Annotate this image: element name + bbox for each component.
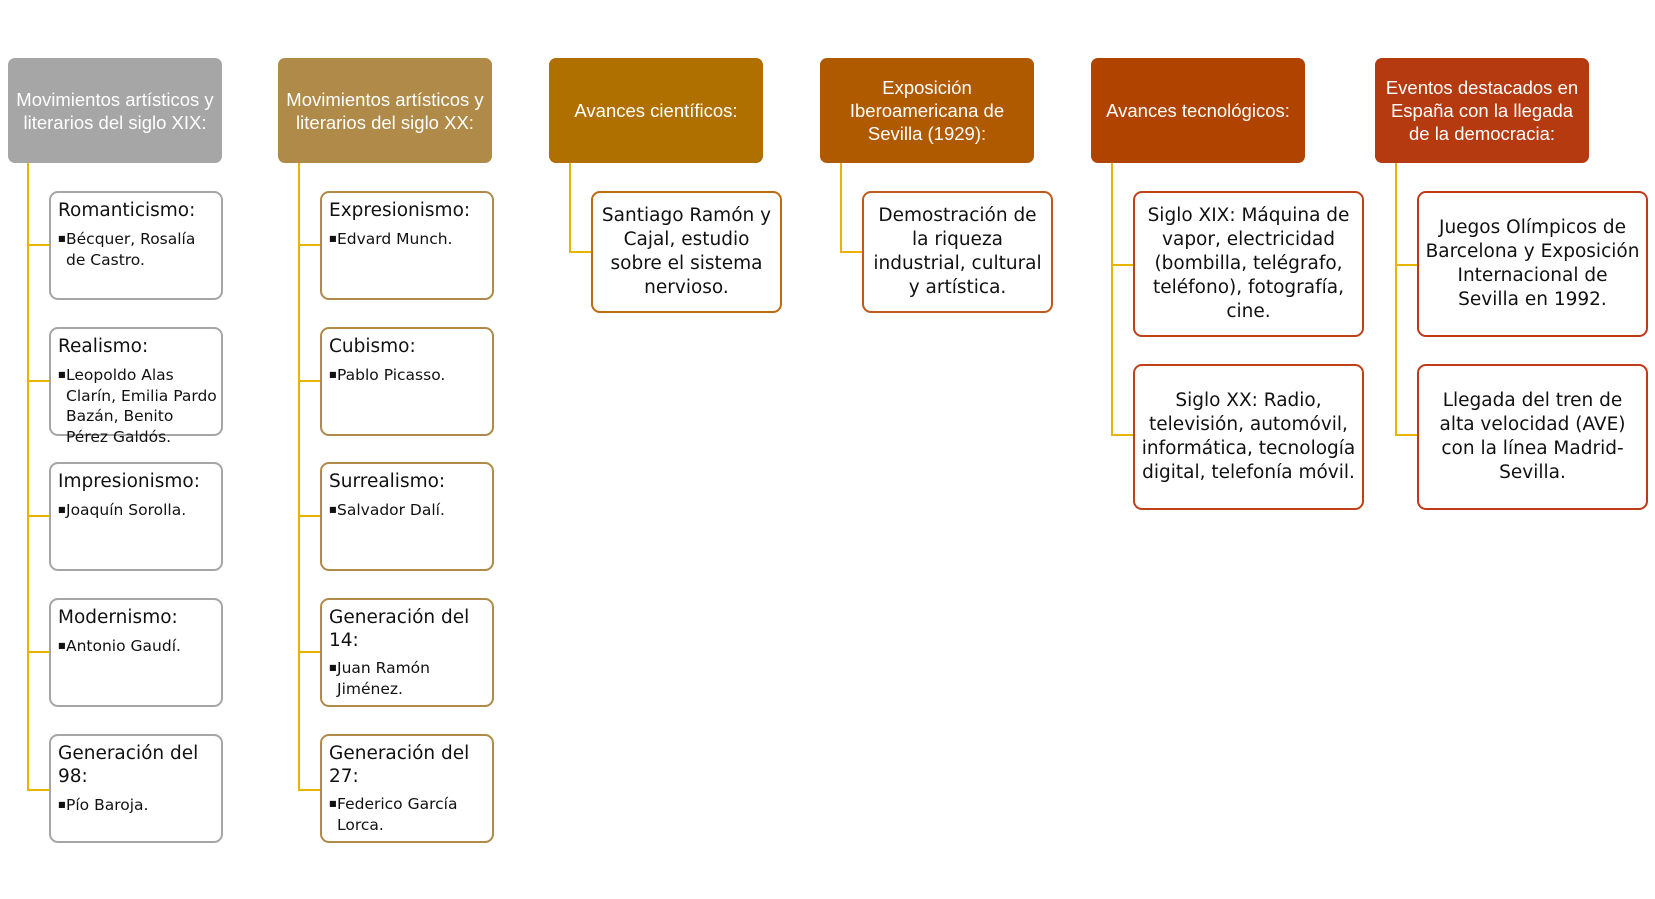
card-title: Expresionismo: (329, 200, 471, 221)
connector-vertical (1111, 163, 1113, 436)
card-text: Santiago Ramón y Cajal, estudio sobre el… (601, 205, 772, 298)
connector-branch (298, 651, 321, 653)
card-title: Realismo: (58, 336, 149, 357)
card-bullet: Juan Ramón Jiménez. (329, 658, 488, 699)
card-bullet: Edvard Munch. (329, 229, 488, 250)
card-title: Modernismo: (58, 607, 178, 628)
card-bullet: Pío Baroja. (58, 795, 217, 816)
connector-branch (1395, 264, 1418, 266)
card-impresionismo: Impresionismo: Joaquín Sorolla. (49, 462, 223, 571)
card-title: Cubismo: (329, 336, 416, 357)
card-juegos-olimpicos: Juegos Olímpicos de Barcelona y Exposici… (1417, 191, 1648, 337)
connector-vertical (27, 163, 29, 791)
connector-branch (840, 251, 863, 253)
card-text: Siglo XIX: Máquina de vapor, electricida… (1147, 205, 1350, 322)
card-realismo: Realismo: Leopoldo Alas Clarín, Emilia P… (49, 327, 223, 446)
header-avances-cientificos: Avances científicos: (549, 58, 763, 163)
card-bullet: Joaquín Sorolla. (58, 500, 217, 521)
connector-vertical (569, 163, 571, 253)
card-text: Llegada del tren de alta velocidad (AVE)… (1439, 390, 1626, 483)
card-title: Generación del 27: (329, 743, 470, 787)
card-text: Juegos Olímpicos de Barcelona y Exposici… (1425, 217, 1640, 310)
header-siglo-xix: Movimientos artísticos y literarios del … (8, 58, 222, 163)
card-ramon-y-cajal: Santiago Ramón y Cajal, estudio sobre el… (591, 191, 782, 313)
connector-branch (27, 244, 50, 246)
card-bullet: Federico García Lorca. (329, 794, 488, 835)
card-bullet: Salvador Dalí. (329, 500, 488, 521)
connector-branch (1111, 264, 1134, 266)
card-title: Romanticismo: (58, 200, 196, 221)
connector-branch (569, 251, 592, 253)
card-title: Generación del 14: (329, 607, 470, 651)
connector-branch (27, 651, 50, 653)
card-bullet: Bécquer, Rosalía de Castro. (58, 229, 217, 270)
connector-branch (298, 789, 321, 791)
connector-branch (298, 244, 321, 246)
card-generacion-98: Generación del 98: Pío Baroja. (49, 734, 223, 843)
card-text: Demostración de la riqueza industrial, c… (873, 205, 1042, 298)
connector-branch (27, 789, 50, 791)
connector-vertical (298, 163, 300, 791)
card-romanticismo: Romanticismo: Bécquer, Rosalía de Castro… (49, 191, 223, 300)
connector-branch (27, 380, 50, 382)
header-siglo-xx: Movimientos artísticos y literarios del … (278, 58, 492, 163)
header-avances-tecnologicos: Avances tecnológicos: (1091, 58, 1305, 163)
connector-branch (27, 515, 50, 517)
card-bullet: Leopoldo Alas Clarín, Emilia Pardo Bazán… (58, 365, 217, 447)
card-title: Surrealismo: (329, 471, 446, 492)
header-eventos-democracia: Eventos destacados en España con la lleg… (1375, 58, 1589, 163)
header-exposicion-iberoamericana: Exposición Iberoamericana de Sevilla (19… (820, 58, 1034, 163)
connector-branch (1111, 434, 1134, 436)
card-expresionismo: Expresionismo: Edvard Munch. (320, 191, 494, 300)
card-modernismo: Modernismo: Antonio Gaudí. (49, 598, 223, 707)
card-cubismo: Cubismo: Pablo Picasso. (320, 327, 494, 436)
card-bullet: Pablo Picasso. (329, 365, 488, 386)
card-title: Impresionismo: (58, 471, 200, 492)
connector-vertical (1395, 163, 1397, 436)
card-generacion-27: Generación del 27: Federico García Lorca… (320, 734, 494, 843)
card-title: Generación del 98: (58, 743, 199, 787)
card-siglo-xix-tecnologia: Siglo XIX: Máquina de vapor, electricida… (1133, 191, 1364, 337)
connector-branch (1395, 434, 1418, 436)
connector-branch (298, 515, 321, 517)
card-surrealismo: Surrealismo: Salvador Dalí. (320, 462, 494, 571)
card-ave: Llegada del tren de alta velocidad (AVE)… (1417, 364, 1648, 510)
card-siglo-xx-tecnologia: Siglo XX: Radio, televisión, automóvil, … (1133, 364, 1364, 510)
card-generacion-14: Generación del 14: Juan Ramón Jiménez. (320, 598, 494, 707)
connector-vertical (840, 163, 842, 253)
card-bullet: Antonio Gaudí. (58, 636, 217, 657)
connector-branch (298, 380, 321, 382)
card-text: Siglo XX: Radio, televisión, automóvil, … (1141, 390, 1356, 483)
card-exposicion-1929: Demostración de la riqueza industrial, c… (862, 191, 1053, 313)
